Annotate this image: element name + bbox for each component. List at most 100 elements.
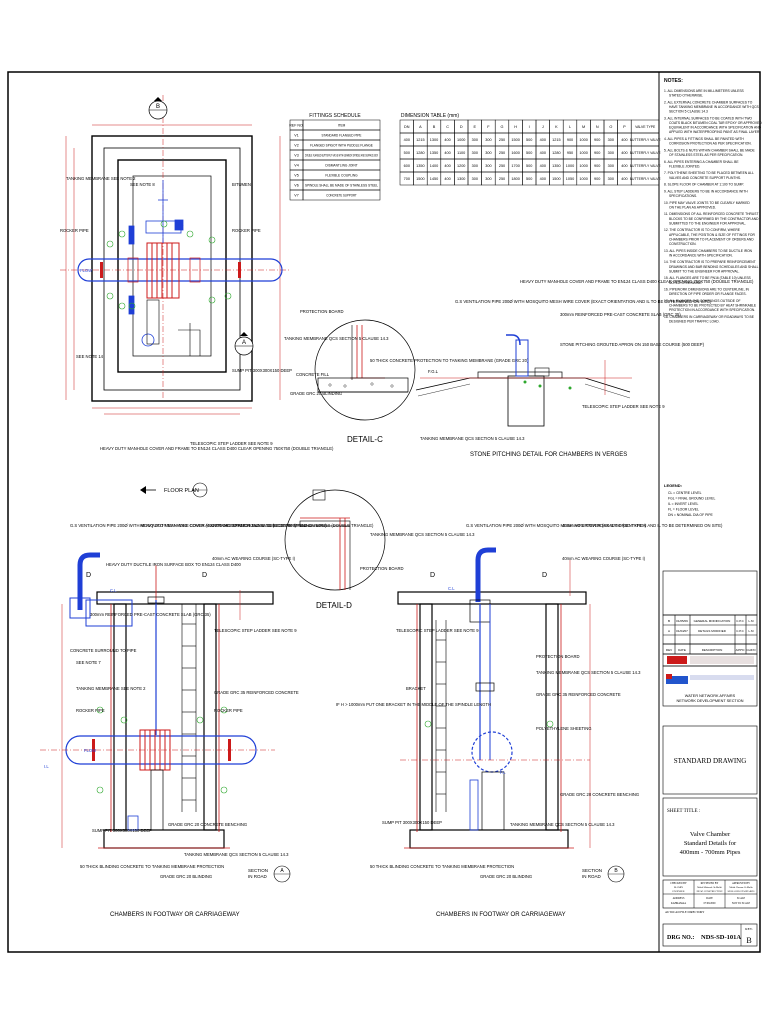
butterfly-valve-plan	[146, 242, 180, 299]
note-line: CHAMBERS PRIOR TO PLACEMENT OF ORDERS AN…	[669, 237, 754, 241]
dimension-cell: 250	[499, 164, 505, 168]
dimension-cell: 500	[526, 151, 532, 155]
fittings-ref: V2	[294, 144, 298, 148]
note-line: 9. ALL STEP LADDERS TO BE IN ACCORDANCE …	[664, 189, 748, 193]
dimension-cell: 600	[404, 164, 410, 168]
note-line: COATS BLACK BITUMEN COAL TAR EPOXY OR AP…	[669, 121, 762, 125]
label-bracket-note: IF H > 1000mm PUT ONE BRACKET IN THE MID…	[336, 702, 491, 707]
floor-plan-title-marker: FLOOR PLAN	[140, 482, 208, 498]
note-line: 2. ALL EXTERNAL CONCRETE CHAMBER SURFACE…	[664, 100, 753, 104]
legend-item: DN = NOMINAL DIA OF PIPE	[668, 513, 714, 517]
label-tanking-membrane-b: TANKING MEMBRANE QCS SECTION 5 CLAUSE 14…	[510, 822, 615, 827]
sign-name: M.AMIN	[674, 886, 683, 889]
dimension-cell: 1000	[579, 177, 587, 181]
note-line: EQUIVALENT IN ACCORDANCE WITH SPECIFICAT…	[669, 126, 762, 130]
dimension-cell: 300	[608, 138, 614, 142]
dimension-cell: L	[569, 125, 571, 129]
dimension-cell: 1350	[552, 164, 560, 168]
label-protection-board-c: PROTECTION BOARD	[300, 309, 344, 314]
dimension-cell: 300	[472, 151, 478, 155]
dimension-cell: 500	[526, 164, 532, 168]
dimension-cell: I	[529, 125, 530, 129]
fittings-item: DISMANTLING JOINT	[325, 164, 357, 168]
dimension-cell: 1215	[552, 138, 560, 142]
dimension-cell: 300	[485, 164, 491, 168]
dimension-cell: 1350	[430, 151, 438, 155]
dimension-cell: 500	[526, 177, 532, 181]
note-line: 3. ALL INTERNAL SURFACES TO BE COATED WI…	[664, 116, 752, 120]
fittings-item: SPINDLE SHALL BE MADE OF STAINLESS STEEL	[305, 184, 378, 188]
dimension-cell: 400	[621, 151, 627, 155]
dimension-cell: D	[460, 125, 463, 129]
dimension-cell: BUTTERFLY VALVE	[630, 151, 662, 155]
revision-cell: B	[668, 619, 670, 623]
fittings-ref: REF NO.	[289, 124, 304, 128]
dimension-cell: G	[501, 125, 504, 129]
label-fgl-stone: F.G.L	[428, 369, 439, 374]
revision-header: REV	[666, 648, 672, 652]
label-blinding-protection-a: 50 THICK BLINDING CONCRETE TO TANKING ME…	[80, 864, 224, 869]
fittings-ref: V6	[294, 184, 298, 188]
dimension-cell: 1500	[416, 177, 424, 181]
label-tanking-membrane-plan: TANKING MEMBRANE SEE NOTE 2	[66, 176, 136, 181]
dimension-cell: 300	[485, 151, 491, 155]
fittings-ref: V5	[294, 174, 298, 178]
dimension-cell: 400	[444, 151, 450, 155]
dimension-cell: 400	[444, 138, 450, 142]
note-line: HAVE TANKING MEMBRANE IN ACCORDANCE WITH…	[669, 105, 760, 109]
sign-label: REVIEWED BY	[701, 882, 719, 885]
dimension-cell: 400	[540, 138, 546, 142]
dimension-cell: 1600	[511, 151, 519, 155]
dimension-cell: 500	[404, 151, 410, 155]
rev-label: REV.	[745, 927, 753, 931]
sign-date-label: ADDRESS	[673, 897, 685, 900]
dimension-cell: 1000	[579, 151, 587, 155]
revision-cell: A	[668, 629, 670, 633]
dimension-cell: 400	[621, 164, 627, 168]
dimension-cell: 1000	[457, 138, 465, 142]
label-grade-c20-blinding-b: GRADE GRC 20 BLINDING	[480, 874, 532, 879]
sign-date-value: 07/06/2009	[704, 902, 717, 905]
note-line: APPLICABLE, THE POSITION & SIZE OF FITTI…	[669, 233, 755, 237]
note-line: 8. SLOPE FLOOR OF CHAMBER AT 1:100 TO SU…	[664, 183, 744, 187]
dimension-cell: 1450	[430, 177, 438, 181]
label-rocker-pipe-a: ROCKER PIPE	[76, 708, 105, 713]
main-pipe-section-b	[471, 731, 513, 773]
authority-logo-red	[666, 674, 672, 679]
label-cl-a: C.L	[110, 588, 117, 593]
label-fl-plan: F.L	[178, 222, 184, 227]
fittings-item: DOUBLE FLANGED BUTTERFLY VALVE WITH GEAR…	[305, 154, 378, 158]
detail-d-view: TANKING MEMBRANE QCS SECTION 5 CLAUSE 14…	[284, 489, 475, 610]
dimension-cell: 300	[472, 164, 478, 168]
kahramaa-logo-strip	[690, 656, 754, 664]
svg-text:A: A	[242, 340, 246, 346]
note-line: FLEXIBLE JOINTED.	[669, 164, 700, 168]
dimension-cell: 1700	[511, 164, 519, 168]
note-line: 7. POLYTHENE SHEETING TO BE PLACED BETWE…	[664, 171, 754, 175]
label-sump-pit-b: SUMP PIT 300X300X150 DEEP	[382, 820, 442, 825]
sheet-border	[7, 71, 761, 953]
dimension-cell: 300	[472, 177, 478, 181]
label-rocker-pipe-a-right: ROCKER PIPE	[214, 708, 243, 713]
label-grade-c35-a: GRADE GRC 35 REINFORCED CONCRETE	[214, 690, 299, 695]
label-see-note-14: SEE NOTE 14	[76, 354, 104, 359]
legend-item: FL = FLOOR LEVEL	[668, 508, 699, 512]
label-rocker-pipe-right: ROCKER PIPE	[232, 228, 261, 233]
dimension-cell: E	[474, 125, 477, 129]
drg-no-label: DRG NO.:	[667, 935, 694, 941]
label-bracket: BRACKET	[406, 686, 426, 691]
label-tanking-qcs-c: TANKING MEMBRANE QCS SECTION 5 CLAUSE 14…	[284, 336, 389, 341]
svg-text:A: A	[280, 868, 284, 874]
label-protection-board-d: PROTECTION BOARD	[360, 566, 404, 571]
revision-header: DATE	[678, 648, 686, 652]
title-block: STANDARD DRAWING SHEET TITLE : Valve Cha…	[662, 725, 758, 947]
dimension-cell: B	[433, 125, 436, 129]
dimension-cell: DN	[404, 125, 410, 129]
note-line: APPLIED WITH WATERPROOFING PAINT AS FINA…	[669, 130, 760, 134]
dimension-cell: 1100	[457, 151, 465, 155]
sheet-title-line-1: Valve Chamber	[690, 831, 731, 838]
sign-label: APPROVED BY	[732, 882, 750, 885]
dimension-cell: 400	[621, 138, 627, 142]
note-line: 15. ALL FLANGES ARE TO BE PN16 (TABLE 10…	[664, 276, 752, 280]
fittings-item: STANDARD FLANGED PIPE	[322, 134, 363, 138]
